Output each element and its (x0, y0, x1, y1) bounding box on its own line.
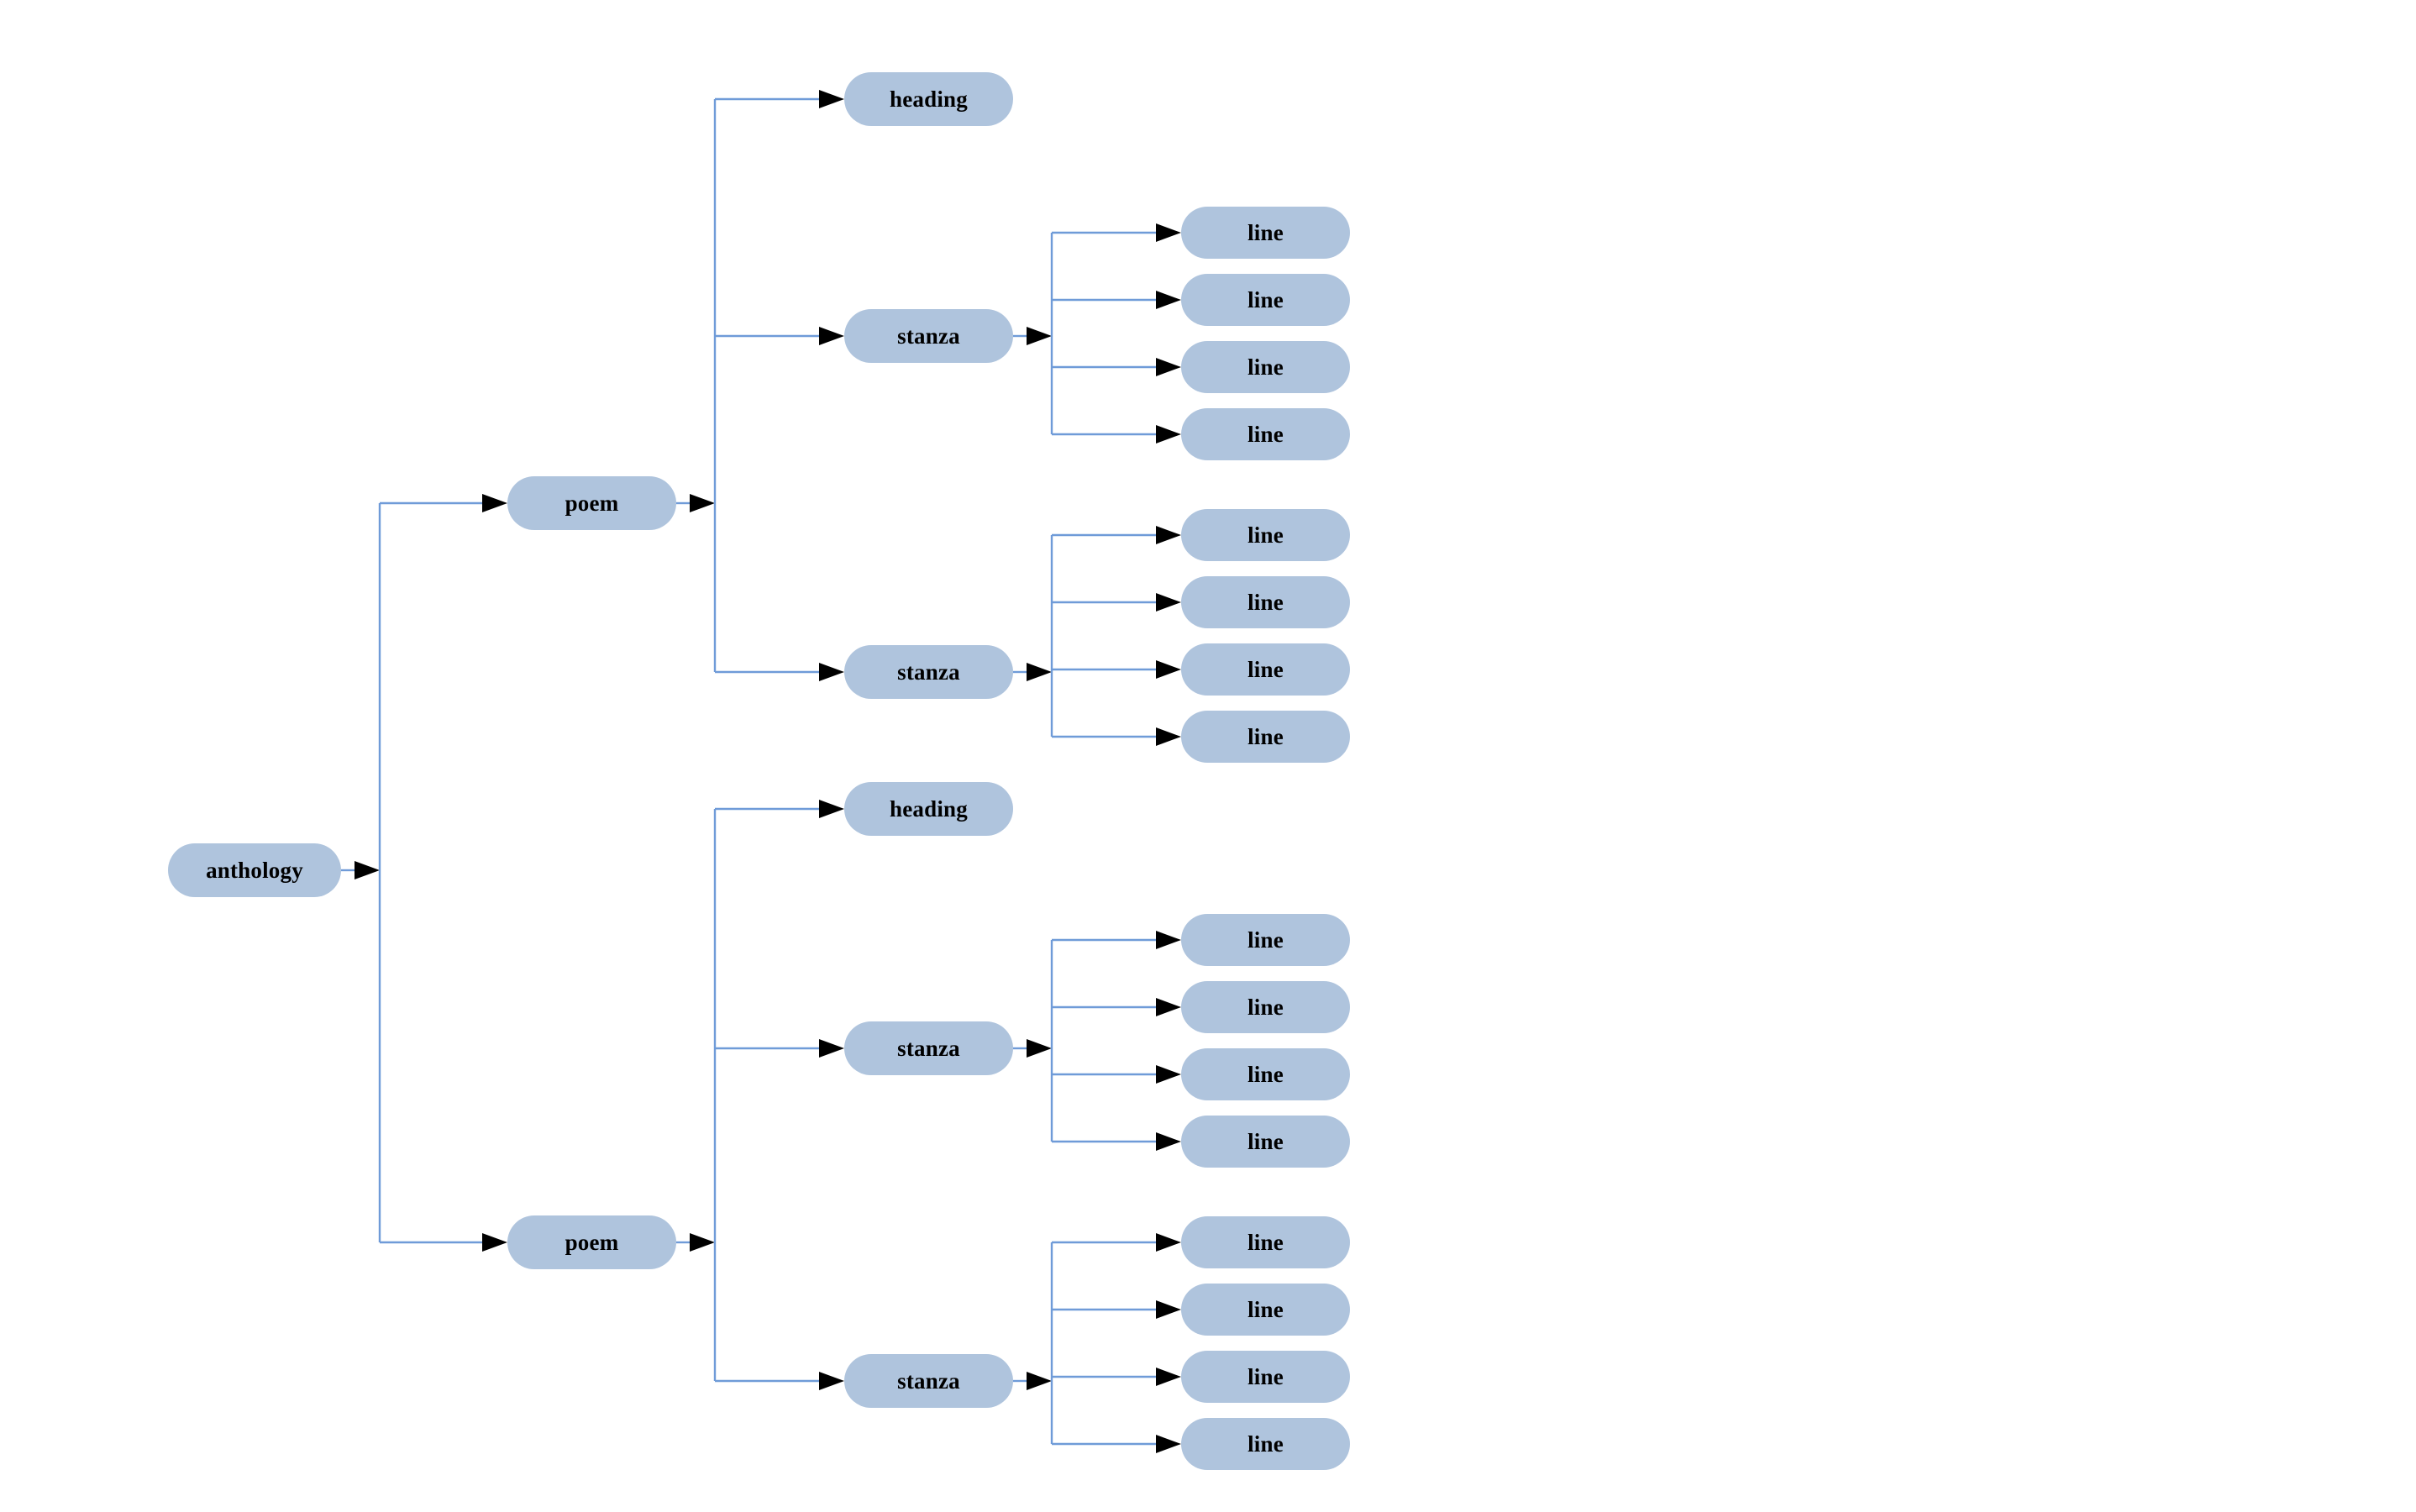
arrowhead-line-2-2 (1156, 593, 1181, 612)
node-line-3-1[interactable]: line (1181, 914, 1350, 966)
node-line-2-4[interactable]: line (1181, 711, 1350, 763)
arrowhead-line-3-1 (1156, 931, 1181, 949)
node-line-3-3[interactable]: line (1181, 1048, 1350, 1100)
node-label-stanza-3: stanza (897, 1035, 960, 1061)
node-stanza-4[interactable]: stanza (844, 1354, 1013, 1408)
node-label-line-2-4: line (1247, 723, 1284, 749)
node-label-stanza-4: stanza (897, 1368, 960, 1394)
arrowhead-line-4-4 (1156, 1435, 1181, 1453)
node-label-poem-1: poem (565, 490, 619, 516)
node-label-anthology: anthology (206, 857, 303, 883)
node-label-line-4-3: line (1247, 1363, 1284, 1389)
node-label-line-2-3: line (1247, 656, 1284, 682)
node-label-line-1-3: line (1247, 354, 1284, 380)
arrowhead-line-3-3 (1156, 1065, 1181, 1084)
node-label-stanza-1: stanza (897, 323, 960, 349)
node-line-3-4[interactable]: line (1181, 1116, 1350, 1168)
arrowhead-stanza-4-spine (1027, 1372, 1052, 1390)
arrowhead-anthology-spine (355, 861, 380, 879)
node-label-line-3-3: line (1247, 1061, 1284, 1087)
arrowhead-line-2-4 (1156, 727, 1181, 746)
node-line-2-2[interactable]: line (1181, 576, 1350, 628)
node-label-stanza-2: stanza (897, 659, 960, 685)
node-label-line-4-1: line (1247, 1229, 1284, 1255)
node-label-line-1-4: line (1247, 421, 1284, 447)
node-label-line-1-2: line (1247, 286, 1284, 312)
node-line-1-2[interactable]: line (1181, 274, 1350, 326)
arrowhead-line-4-3 (1156, 1368, 1181, 1386)
node-line-3-2[interactable]: line (1181, 981, 1350, 1033)
node-label-line-4-2: line (1247, 1296, 1284, 1322)
node-line-4-3[interactable]: line (1181, 1351, 1350, 1403)
node-stanza-3[interactable]: stanza (844, 1021, 1013, 1075)
arrowhead-heading-2 (819, 800, 844, 818)
arrowhead-line-1-1 (1156, 223, 1181, 242)
arrowhead-line-1-3 (1156, 358, 1181, 376)
node-line-4-2[interactable]: line (1181, 1284, 1350, 1336)
arrowhead-poem-2-spine (690, 1233, 715, 1252)
node-label-line-2-2: line (1247, 589, 1284, 615)
node-heading-2[interactable]: heading (844, 782, 1013, 836)
node-line-1-1[interactable]: line (1181, 207, 1350, 259)
node-label-line-3-1: line (1247, 927, 1284, 953)
node-label-line-3-2: line (1247, 994, 1284, 1020)
node-line-2-1[interactable]: line (1181, 509, 1350, 561)
arrowhead-stanza-4 (819, 1372, 844, 1390)
node-label-line-2-1: line (1247, 522, 1284, 548)
arrowhead-line-4-1 (1156, 1233, 1181, 1252)
node-heading-1[interactable]: heading (844, 72, 1013, 126)
arrowhead-line-3-4 (1156, 1132, 1181, 1151)
arrowhead-stanza-3-spine (1027, 1039, 1052, 1058)
node-line-1-4[interactable]: line (1181, 408, 1350, 460)
node-stanza-1[interactable]: stanza (844, 309, 1013, 363)
node-stanza-2[interactable]: stanza (844, 645, 1013, 699)
arrowhead-line-4-2 (1156, 1300, 1181, 1319)
node-label-heading-2: heading (890, 795, 968, 822)
arrowhead-poem-1 (482, 494, 507, 512)
node-label-poem-2: poem (565, 1229, 619, 1255)
arrowhead-line-2-1 (1156, 526, 1181, 544)
arrowhead-stanza-1 (819, 327, 844, 345)
node-poem-1[interactable]: poem (507, 476, 676, 530)
arrowhead-line-2-3 (1156, 660, 1181, 679)
arrowhead-line-3-2 (1156, 998, 1181, 1016)
arrowhead-line-1-2 (1156, 291, 1181, 309)
node-label-heading-1: heading (890, 86, 968, 112)
arrowhead-heading-1 (819, 90, 844, 108)
node-label-line-4-4: line (1247, 1431, 1284, 1457)
node-label-line-1-1: line (1247, 219, 1284, 245)
node-line-2-3[interactable]: line (1181, 643, 1350, 696)
node-anthology[interactable]: anthology (168, 843, 341, 897)
node-line-4-4[interactable]: line (1181, 1418, 1350, 1470)
node-line-4-1[interactable]: line (1181, 1216, 1350, 1268)
arrowhead-poem-1-spine (690, 494, 715, 512)
arrowhead-line-1-4 (1156, 425, 1181, 444)
node-line-1-3[interactable]: line (1181, 341, 1350, 393)
arrowhead-stanza-3 (819, 1039, 844, 1058)
arrowhead-stanza-2 (819, 663, 844, 681)
node-label-line-3-4: line (1247, 1128, 1284, 1154)
arrowhead-stanza-1-spine (1027, 327, 1052, 345)
arrowhead-stanza-2-spine (1027, 663, 1052, 681)
arrowhead-poem-2 (482, 1233, 507, 1252)
node-poem-2[interactable]: poem (507, 1215, 676, 1269)
